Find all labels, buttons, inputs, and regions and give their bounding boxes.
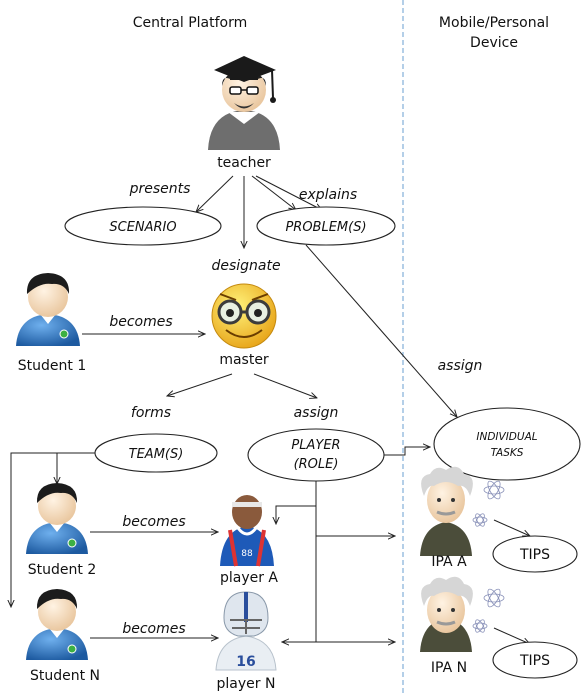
- individual-tasks-label-line1: INDIVIDUAL: [476, 431, 537, 443]
- edge-player-tasks: [384, 447, 430, 456]
- player-n-label: player N: [217, 676, 276, 692]
- player-role-label-line2: (ROLE): [294, 457, 339, 472]
- problems-node: [256, 206, 396, 246]
- individual-tasks-node: [433, 407, 581, 481]
- studentN-icon: [26, 589, 88, 660]
- player-role-node: [247, 428, 385, 482]
- jersey-number: 16: [236, 654, 255, 670]
- student1-label: Student 1: [18, 358, 86, 374]
- edge-label-explains: explains: [299, 187, 357, 203]
- mobile-device-header-line1: Mobile/Personal: [439, 15, 549, 31]
- ipa-n-label: IPA N: [431, 660, 467, 676]
- edge-master-teams: [167, 373, 233, 396]
- scenario-node: [64, 206, 222, 246]
- studentN-label: Student N: [30, 668, 100, 684]
- player-role-label-line1: PLAYER: [291, 438, 340, 453]
- edge-label-assign-tasks: assign: [438, 358, 483, 374]
- edge-ipaN-tips: [493, 627, 530, 644]
- teams-label: TEAM(S): [129, 447, 184, 462]
- player-n-icon: 16: [215, 591, 277, 671]
- edge-label-presents: presents: [129, 181, 191, 197]
- tips-n-node: [492, 641, 578, 679]
- student1-icon: [16, 273, 80, 346]
- edge-label-forms: forms: [131, 405, 171, 421]
- edge-problems-tasks: [305, 244, 457, 417]
- edge-label-assign-player: assign: [294, 405, 339, 421]
- teacher-label: teacher: [217, 155, 271, 171]
- individual-tasks-label-line2: TASKS: [491, 447, 524, 459]
- player-a-label: player A: [220, 570, 278, 586]
- edge-teams-student2: [57, 452, 95, 484]
- tips-a-node: [492, 535, 578, 573]
- student2-icon: [26, 483, 88, 554]
- mobile-device-header-line2: Device: [470, 35, 518, 51]
- edge-label-becomes-1: becomes: [109, 314, 172, 330]
- ipa-a-label: IPA A: [431, 554, 467, 570]
- edge-label-becomes-2: becomes: [122, 514, 185, 530]
- ipa-n-einstein-icon: [420, 576, 505, 652]
- edge-master-player: [253, 373, 317, 398]
- master-label: master: [219, 352, 269, 368]
- edge-teacher-problems-2: [255, 175, 322, 210]
- tips-n-label: TIPS: [519, 653, 550, 669]
- edge-ipaA-tips: [493, 519, 530, 536]
- edge-label-designate: designate: [211, 258, 280, 274]
- problems-label: PROBLEM(S): [285, 220, 366, 235]
- svg-text:88: 88: [241, 549, 253, 559]
- edge-teacher-scenario: [196, 175, 234, 212]
- central-platform-header: Central Platform: [133, 15, 247, 31]
- master-icon: [211, 283, 277, 349]
- edge-teams-studentN: [11, 452, 57, 607]
- scenario-label: SCENARIO: [109, 220, 176, 235]
- teacher-icon: [208, 56, 280, 150]
- student2-label: Student 2: [28, 562, 96, 578]
- ipa-a-einstein-icon: [420, 466, 505, 556]
- edge-label-becomes-N: becomes: [122, 621, 185, 637]
- edge-player-playerA: [276, 505, 316, 524]
- player-a-icon: 88: [220, 495, 274, 567]
- tips-a-label: TIPS: [519, 547, 550, 563]
- edge-teacher-problems: [251, 175, 296, 210]
